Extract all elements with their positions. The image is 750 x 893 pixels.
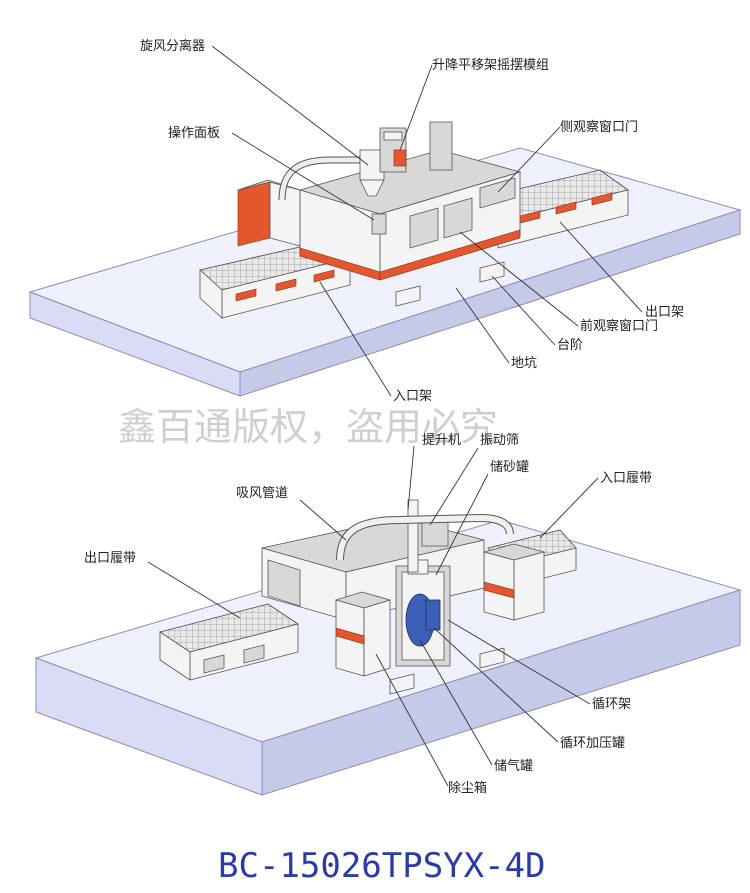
label-vibrating-screen: 振动筛	[480, 433, 519, 448]
top-left-cabinet	[237, 179, 301, 247]
watermark: 鑫百通版权，盗用必究	[118, 405, 498, 449]
bottom-dust-box	[334, 591, 392, 677]
label-side-window-door: 侧观察窗口门	[560, 119, 638, 135]
top-lift-module	[379, 121, 453, 173]
label-cyclone: 旋风分离器	[140, 38, 205, 54]
label-circulation-rack: 循环架	[592, 697, 631, 712]
label-entry-belt: 入口履带	[600, 471, 652, 486]
label-pit: 地坑	[511, 356, 537, 371]
bottom-exit-belt	[159, 603, 299, 681]
top-labels: 旋风分离器 升降平移架摇摆模组 操作面板 侧观察窗口门 出口架 前观察窗口门 台…	[140, 38, 684, 404]
label-air-tank: 储气罐	[494, 758, 533, 774]
bottom-view	[34, 499, 742, 796]
label-operation-panel: 操作面板	[168, 125, 220, 141]
label-dust-box: 除尘箱	[448, 780, 487, 796]
label-exit-rack: 出口架	[645, 305, 684, 320]
bottom-steps	[389, 647, 505, 695]
bottom-right-cabinet	[482, 543, 546, 621]
top-main-housing	[298, 149, 522, 307]
label-elevator: 提升机	[422, 432, 461, 448]
bottom-elevator	[407, 499, 449, 573]
label-exit-belt: 出口履带	[84, 551, 136, 566]
label-suction-duct: 吸风管道	[236, 486, 288, 501]
label-pressure-tank: 循环加压罐	[560, 736, 625, 751]
label-entry-rack: 入口架	[393, 389, 432, 404]
label-sand-tank: 储砂罐	[490, 460, 529, 475]
top-view	[28, 121, 742, 397]
bottom-circulation-rack	[395, 559, 451, 667]
bottom-labels: 提升机 振动筛 吸风管道 储砂罐 入口履带 出口履带 循环架 循环加压罐 储气罐…	[84, 432, 652, 796]
label-lift-module: 升降平移架摇摆模组	[432, 58, 549, 73]
model-number: BC-15026TPSYX-4D	[218, 846, 546, 886]
label-front-window-door: 前观察窗口门	[580, 318, 658, 334]
label-step: 台阶	[557, 338, 583, 353]
